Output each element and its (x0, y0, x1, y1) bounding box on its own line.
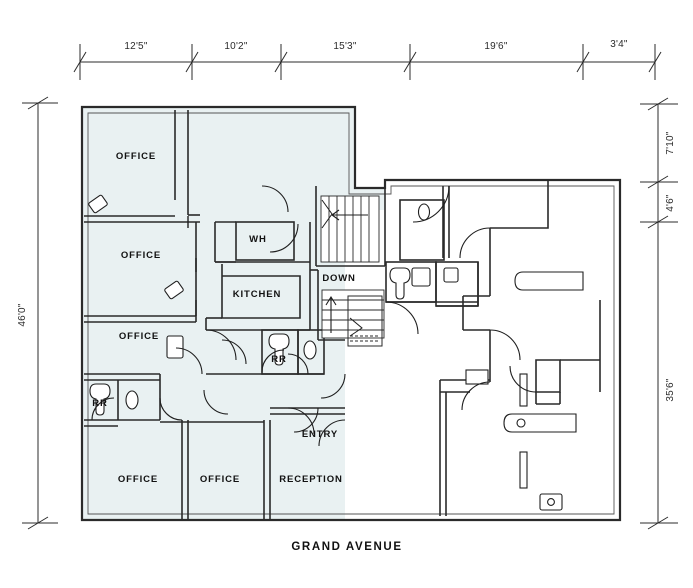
stair-down-break-icon (349, 317, 363, 337)
door-swing-right-lower (461, 381, 491, 411)
sink-icon-office-left (166, 335, 184, 359)
dim-top-4-label: 3'4" (610, 39, 628, 50)
door-swing-entry-2 (318, 419, 346, 447)
right-dimension-labels: 7'10" 4'6" 35'6" (665, 131, 676, 401)
fixture-group (89, 203, 584, 511)
utility-box-icon (465, 369, 489, 385)
door-swing-kitchen (205, 329, 237, 361)
room-label-office-bottom-1: OFFICE (118, 474, 158, 485)
stair-down-label: DOWN (322, 273, 355, 284)
door-swing-reception (287, 407, 315, 435)
sink-drain-icon-bottom-right (547, 498, 555, 506)
shaded-area-fills (82, 107, 385, 520)
door-swing-right-closet (489, 329, 521, 361)
plan-title: GRAND AVENUE (291, 541, 402, 553)
sink-icon-right-upper (417, 203, 431, 221)
room-label-office-mid-left: OFFICE (121, 250, 161, 261)
dim-right-1-label: 4'6" (665, 194, 676, 212)
door-swing-kitchen-2 (221, 339, 247, 365)
stair-up-arrow-icon (331, 209, 368, 221)
room-label-office-lower-left: OFFICE (119, 331, 159, 342)
room-label-water-heater: WH (249, 234, 267, 245)
bathtub-icon-upper (514, 271, 584, 291)
room-label-entry: ENTRY (302, 429, 338, 440)
stair-upper-flight (320, 195, 380, 263)
shaded-tenant-area (82, 107, 385, 520)
sink-icon-right-lower (411, 267, 431, 287)
dim-left-0-label: 46'0" (17, 303, 28, 326)
door-swing-group (91, 185, 537, 447)
door-swing-rr-left (91, 397, 115, 421)
door-swing-bath-right (385, 301, 419, 335)
dim-top-3-label: 19'6" (484, 41, 507, 52)
toilet-icon-right (389, 267, 411, 300)
right-dimension-strip (640, 97, 678, 530)
door-swing-office-bottom-2 (203, 389, 229, 415)
door-swing-office-bottom-1 (159, 397, 183, 421)
bathtub-icon-lower (503, 413, 577, 433)
door-swing-office-left (175, 347, 203, 375)
left-dimension-strip (22, 96, 58, 530)
toilet-icon-center (268, 333, 290, 366)
door-swing-rr-center-2 (287, 353, 309, 375)
room-label-restroom-left: RR (92, 398, 108, 409)
room-label-group: OFFICE OFFICE OFFICE OFFICE OFFICE RECEP… (92, 151, 343, 485)
room-label-office-top-left: OFFICE (116, 151, 156, 162)
door-swing-corridor-mid (320, 373, 346, 399)
top-dimension-strip (73, 44, 662, 80)
room-label-office-bottom-2: OFFICE (200, 474, 240, 485)
door-swing-right-closet-2 (509, 365, 537, 393)
dim-top-2-label: 15'3" (333, 41, 356, 52)
dim-right-2-label: 35'6" (665, 378, 676, 401)
sink-icon-right-small (443, 267, 459, 283)
door-jamb-group (187, 216, 197, 316)
stair-down-arrow-icon (325, 295, 337, 333)
door-swing-right-entry (412, 185, 450, 223)
furniture-icon-office-mid (164, 280, 184, 300)
building-exterior-walls (80, 105, 622, 522)
interior-walls-left (84, 110, 271, 520)
toilet-icon-left (89, 383, 111, 416)
dim-top-0-label: 12'5" (124, 41, 147, 52)
dim-top-1-label: 10'2" (224, 41, 247, 52)
furniture-icon-office-top (88, 194, 108, 214)
room-label-reception: RECEPTION (279, 474, 343, 485)
stair-break-line-icon (321, 199, 333, 229)
door-swing-corridor-top (261, 185, 289, 213)
sink-icon-left (125, 390, 139, 410)
room-label-restroom-center: RR (271, 354, 287, 365)
furniture-markers (88, 194, 184, 300)
door-swing-entry (293, 407, 319, 433)
interior-walls-right (385, 180, 601, 516)
top-dimension-labels: 12'5" 10'2" 15'3" 19'6" 3'4" (124, 39, 628, 52)
column-icon-right-lower (519, 451, 528, 489)
door-swing-rr-center (261, 349, 285, 373)
stair-lower-flight (321, 289, 385, 347)
sink-icon-center (303, 340, 317, 360)
dim-right-0-label: 7'10" (665, 131, 676, 154)
door-swing-wh (269, 223, 299, 253)
interior-walls-center (205, 186, 386, 415)
tub-drain-icon-lower (516, 418, 526, 428)
room-label-kitchen: KITCHEN (233, 289, 282, 300)
door-swing-right-room (459, 227, 491, 259)
